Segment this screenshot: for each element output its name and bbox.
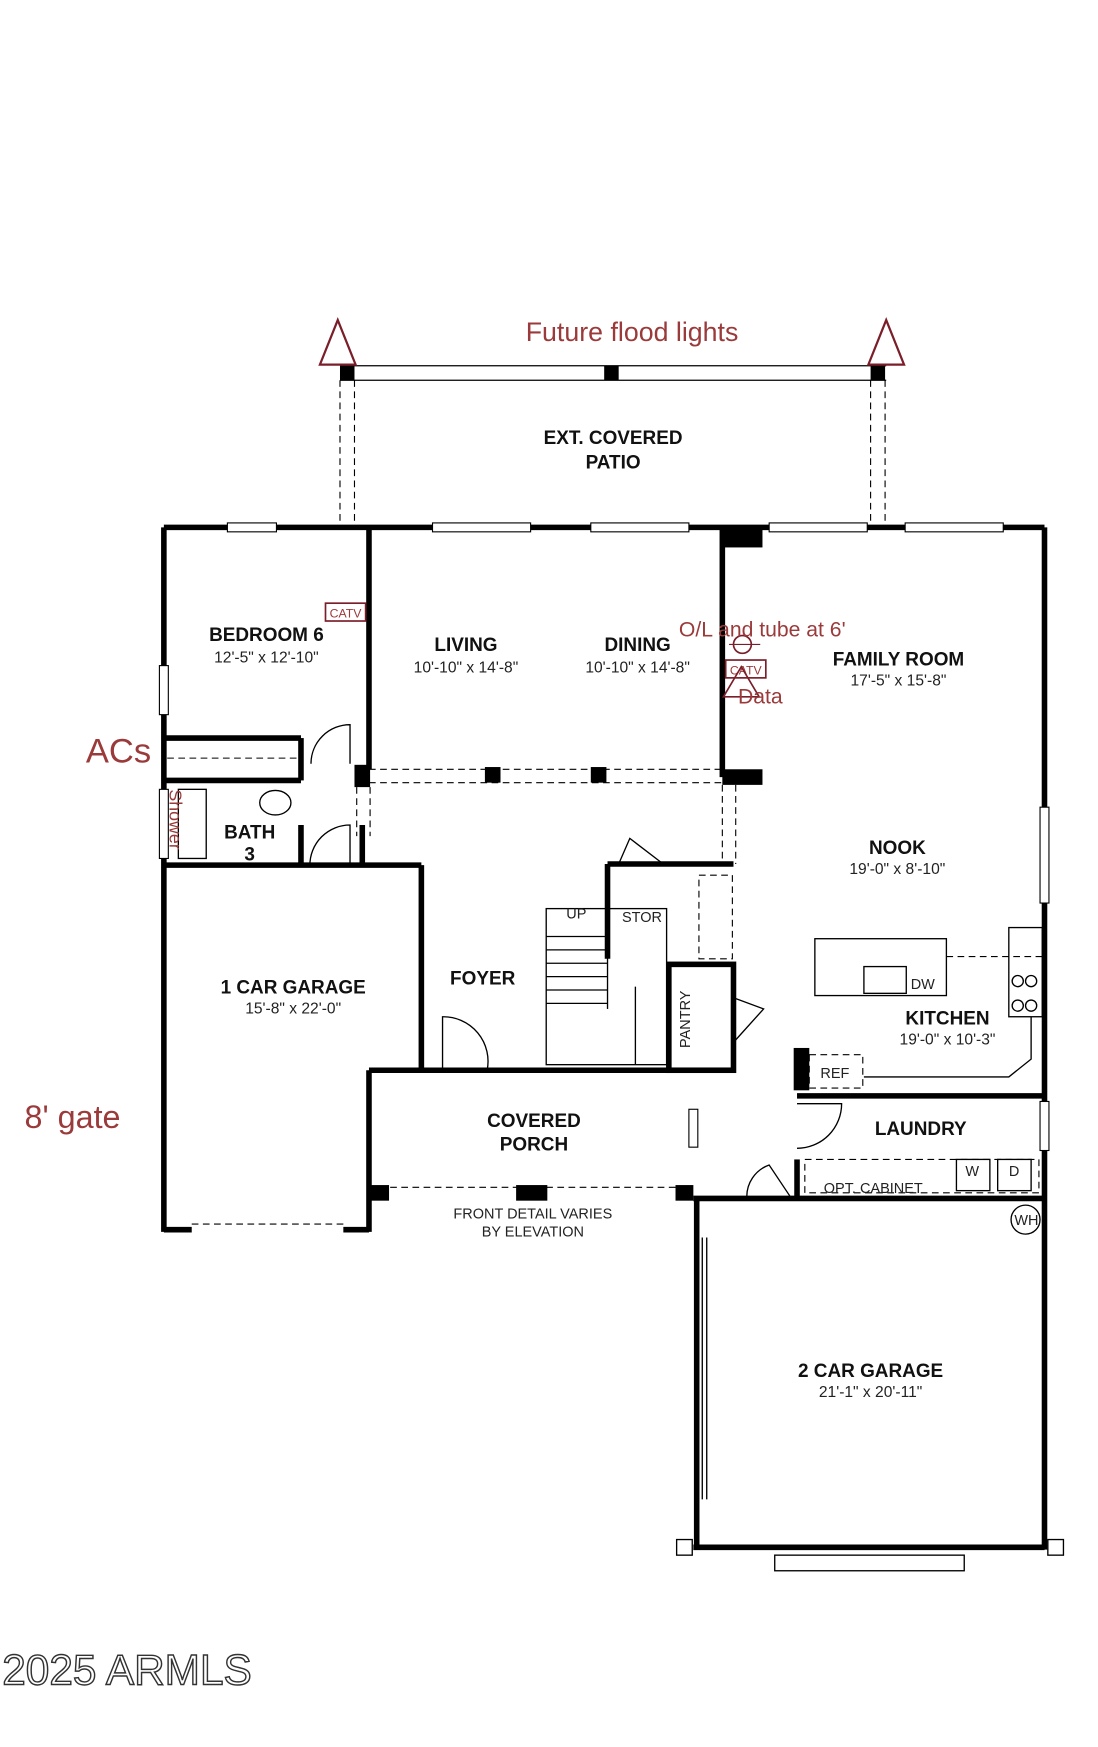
family-room-label: FAMILY ROOM [833,650,965,671]
nook-dims: 19'-0" x 8'-10" [849,861,945,878]
copyright-watermark: 2025 ARMLS [2,1646,252,1693]
living-label: LIVING [434,635,497,656]
patio-label: EXT. COVERED [544,428,683,449]
svg-text:CATV: CATV [730,664,763,678]
porch-label: PORCH [500,1135,568,1156]
foyer-label: FOYER [450,968,516,989]
kitchen-label: KITCHEN [905,1009,989,1030]
bedroom-label: BEDROOM 6 [209,625,324,646]
data-note: Data [738,686,783,709]
catv-outlet-icon: CATV [724,659,767,679]
shower-note: Shower [165,789,185,850]
walls [161,524,1048,1551]
nook-label: NOOK [869,838,926,859]
water-heater-label: WH [1014,1213,1038,1229]
acs-note: ACs [86,733,151,771]
kitchen-dims: 19'-0" x 10'-3" [900,1032,996,1049]
flood-light-icon [866,317,906,366]
living-dims: 10'-10" x 14'-8" [414,659,519,676]
flood-light-icon [318,317,358,366]
patio-structure [339,365,887,528]
outlet-icon [729,634,761,655]
porch-label: COVERED [487,1111,581,1132]
opt-cabinet-label: OPT. CABINET [824,1181,923,1197]
dryer-label: D [1009,1164,1019,1180]
ref-label: REF [820,1066,849,1082]
front-detail-note: BY ELEVATION [482,1224,584,1240]
patio-label: PATIO [586,452,641,473]
garage2-label: 2 CAR GARAGE [798,1361,943,1382]
dining-label: DINING [604,635,670,656]
ol-tube-note: O/L and tube at 6' [679,619,846,642]
stair-up-label: UP [566,907,586,923]
bath-label: BATH [224,822,275,843]
stor-label: STOR [622,910,662,926]
flood-lights-note: Future flood lights [526,317,739,347]
gate-note: 8' gate [25,1099,121,1135]
front-detail-note: FRONT DETAIL VARIES [453,1207,612,1223]
openings [158,522,1065,1572]
data-jack-icon [721,665,761,698]
dw-label: DW [911,977,935,993]
laundry-label: LAUNDRY [875,1119,967,1140]
catv-outlet-icon: CATV [324,602,367,622]
garage2-dims: 21'-1" x 20'-11" [819,1384,922,1401]
garage1-label: 1 CAR GARAGE [221,977,366,998]
bedroom-dims: 12'-5" x 12'-10" [214,649,319,666]
bath-label: 3 [244,845,255,866]
pantry-label: PANTRY [678,990,694,1048]
garage1-dims: 15'-8" x 22'-0" [245,1000,341,1017]
family-room-dims: 17'-5" x 15'-8" [851,673,947,690]
svg-text:CATV: CATV [330,607,363,621]
dining-dims: 10'-10" x 14'-8" [585,659,690,676]
washer-label: W [965,1164,979,1180]
